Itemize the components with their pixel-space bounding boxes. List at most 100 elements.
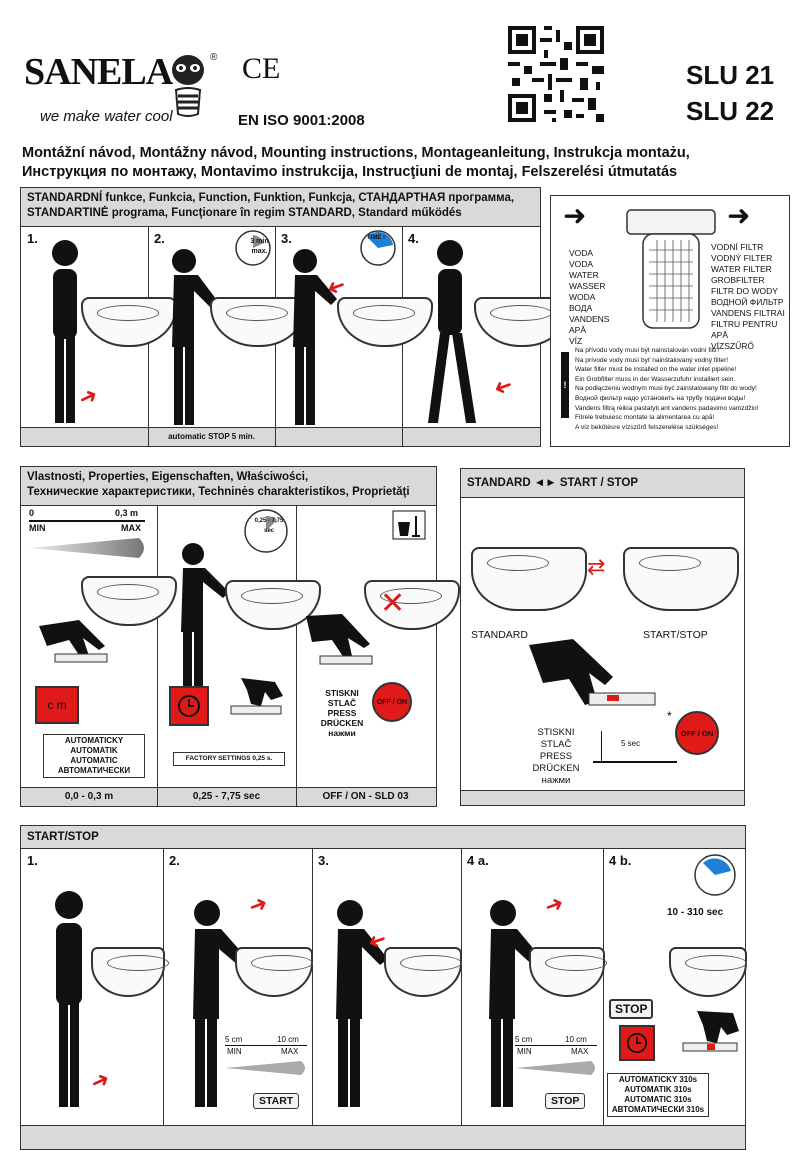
startstop-steps: 1. ➜ 2. ➜ 5 cm 10 cm MIN MAX START [21,849,747,1125]
raccoon-logo-icon [172,55,204,117]
scale-end: 0,3 m [115,508,139,518]
press-label: STLAČ [327,698,357,708]
label-water: VANDENS [569,314,610,324]
clock-icon [626,1032,648,1054]
startstop-step-3: 3. ➜ [312,849,462,1125]
tagline: we make water cool [40,108,173,125]
iso-standard: EN ISO 9001:2008 [238,112,365,129]
model-slu21: SLU 21 [686,60,775,90]
auto-label: AUTOMATIC 310s [624,1095,692,1104]
filter-notes: Na přívodu vody musí být nainstalován vo… [575,346,759,432]
auto-label: AUTOMATICKY [64,736,124,745]
step-number: 3. [281,231,292,246]
ce-mark: CE [242,52,281,85]
press-label: PRESS [327,708,357,718]
red-arrow-icon: ➜ [490,372,517,403]
range-bar [515,1045,597,1046]
standard-header-line2: STANDARTINĖ programa, Funcţionare în reg… [27,207,462,219]
footer-range: 0,0 - 0,3 m [21,788,158,806]
note-line: Na přívodu vody musí být nainstalován vo… [575,347,720,354]
time-range-badge: 0,25 - 7,75 sec [254,518,284,534]
step-number: 4. [408,231,419,246]
person-standing-icon [55,891,83,1107]
cleaning-icon [392,510,426,540]
press-label: STLAČ [540,739,572,750]
label-water: WASSER [569,281,606,291]
water-filter-icon [626,209,716,329]
person-leaning-icon [336,900,388,1107]
property-offon: ✕ STISKNI STLAČ PRESS DRÜCKEN нажми OFF … [296,506,460,788]
timer-display [619,1025,655,1061]
person-washing-icon [181,543,229,700]
start-button[interactable]: START [253,1093,300,1109]
standard-steps: 1. ➜ 2. 3 min max. 3. [21,227,570,428]
timer-badge-icon [244,509,288,553]
hand-icon [682,1011,739,1052]
auto-label-box: AUTOMATICKY 310s AUTOMATIK 310s AUTOMATI… [607,1073,709,1117]
auto-label: АВТОМАТИЧЕСКИ 310s [611,1105,705,1114]
offon-button[interactable]: OFF / ON [372,682,412,722]
press-label: DRÜCKEN [532,763,580,774]
property-time: 0,25 - 7,75 sec FACTORY SETTINGS 0,25 s. [157,506,321,788]
step-number: 4 a. [467,853,489,868]
label-water: WATER [569,270,599,280]
brand-logo: SANELA [24,51,173,93]
standard-panel-footer: automatic STOP 5 min. [21,427,540,446]
auto-label: AUTOMATICKY 310s [618,1075,698,1084]
warning-icon: ! [561,352,569,418]
standard-step-3: 3. ➜ TIME ! [275,227,433,428]
range-left: 5 cm [225,1035,243,1044]
step-number: 2. [154,231,165,246]
range-max: MAX [281,1047,299,1056]
standard-step-1: 1. ➜ [21,227,177,428]
factory-settings-label: FACTORY SETTINGS 0,25 s. [173,752,285,766]
swap-arrows-icon: ⇄ [587,554,606,579]
standard-startstop-panel: STANDARD ◄► START / STOP ⇄ STANDARD STAR… [460,468,745,806]
step-number: 1. [27,231,38,246]
cross-icon: ✕ [380,587,406,620]
label-filter: GROBFILTER [711,275,765,285]
note-line: Водной фильтр надо установить на трубу п… [575,394,746,402]
person-washing-icon [172,249,222,425]
footer-offon: OFF / ON - SLD 03 [322,791,409,802]
stop-button[interactable]: STOP [545,1093,586,1109]
hold-indicator [601,731,602,761]
timer-display [169,686,209,726]
startstop-panel-header: START/STOP [21,826,745,849]
scale-bar [29,520,145,522]
auto-stop-label: automatic STOP 5 min. [148,428,276,446]
person-leaning-icon [293,249,337,425]
label-water: VODA [569,248,594,258]
standard-label: STANDARD [471,629,528,641]
timer-badge-icon [235,230,271,266]
property-range: 0 0,3 m MIN MAX c m AUTOMATICKY AUTOMATI… [21,506,177,788]
standard-step-4: 4. ➜ [402,227,570,428]
standard-header-line1: STANDARDNÍ funkce, Funkcia, Function, Fu… [27,192,515,204]
label-filter: WATER FILTER [711,264,772,274]
press-label: STISKNI [325,688,359,698]
properties-panel: Vlastnosti, Properties, Eigenschaften, W… [20,466,460,807]
auto-label: AUTOMATIK 310s [624,1085,692,1094]
range-left: 5 cm [515,1035,533,1044]
sensor-beam-icon [225,1061,305,1075]
range-right: 10 cm [277,1035,299,1044]
washbasin-icon [669,947,747,997]
offon-button[interactable]: OFF / ON [675,711,719,755]
footer-time: 0,25 - 7,75 sec [157,788,297,806]
auto-label: AUTOMATIC [70,756,118,765]
arrow-right-icon: ➜ [563,200,587,231]
scale-max: MAX [121,523,141,533]
press-labels: STISKNI STLAČ PRESS DRÜCKEN нажми [523,727,589,787]
asterisk: * [667,709,672,723]
label-filter: VODNÝ FILTER [711,253,773,263]
stop-button[interactable]: STOP [609,999,654,1019]
note-line: Ein Grobfilter muss in der Wasserzufuhr … [575,375,736,383]
registered-mark: ® [210,52,218,63]
scale-min: MIN [29,523,46,533]
press-label: нажми [541,775,571,786]
properties-header-line1: Vlastnosti, Properties, Eigenschaften, W… [27,471,309,483]
washbasin-icon [623,547,739,611]
startstop-panel-footer [21,1125,745,1149]
page-title-line1: Montážní návod, Montážny návod, Mounting… [22,145,690,161]
note-line: A víz bekötésre vízszűrő felszerelése sz… [575,423,719,431]
